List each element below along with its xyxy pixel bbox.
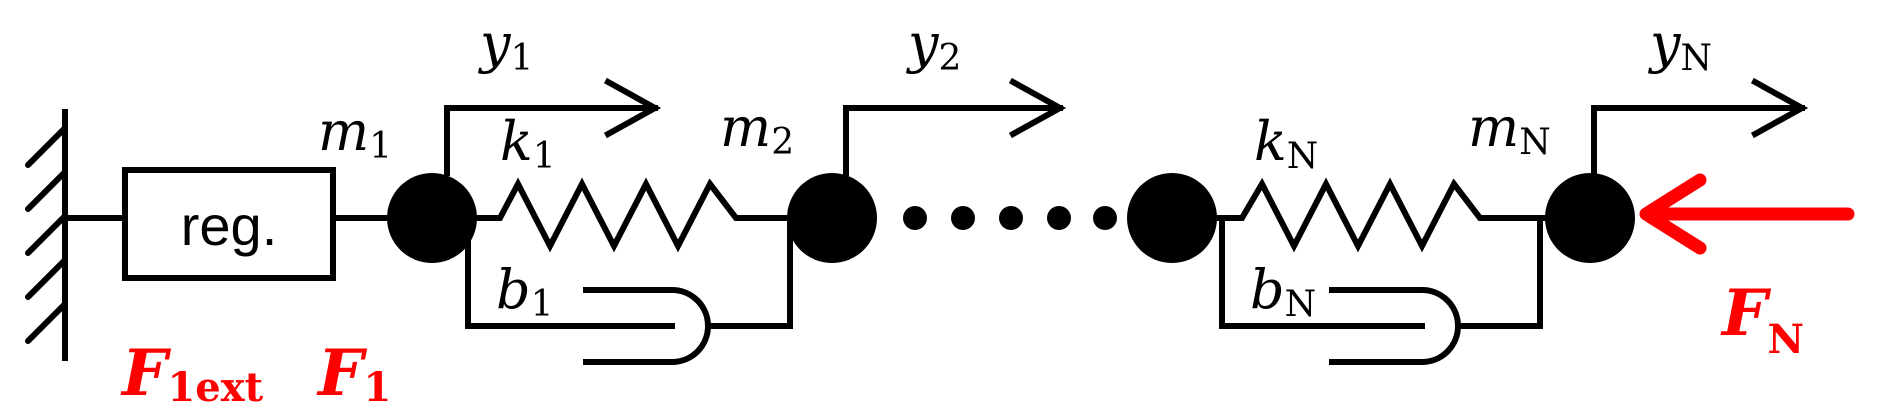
damper-1-label: b1 xyxy=(496,258,553,325)
fixed-wall xyxy=(25,109,68,361)
spring-n xyxy=(1213,177,1551,253)
damper-1 xyxy=(465,215,793,365)
displacement-2-label: y2 xyxy=(906,12,961,79)
mass-n-minus-1 xyxy=(1127,173,1217,263)
mass-1 xyxy=(387,173,477,263)
displacement-arrow-2 xyxy=(843,77,1067,176)
spring-1 xyxy=(473,177,791,253)
displacement-1-label: y1 xyxy=(478,12,533,79)
mass-1-label: m1 xyxy=(318,100,392,167)
regulator-label: reg. xyxy=(181,194,278,257)
continuation-dots xyxy=(903,206,1117,230)
mass-2 xyxy=(787,173,877,263)
displacement-arrow-1 xyxy=(444,77,662,176)
mass-2-label: m2 xyxy=(720,96,794,163)
displacement-arrow-n xyxy=(1591,77,1809,176)
regulator-block: reg. xyxy=(122,167,336,281)
mass-n xyxy=(1545,173,1635,263)
damper-n xyxy=(1219,215,1543,365)
spring-1-label: k1 xyxy=(500,110,556,177)
force-n-arrow xyxy=(1639,173,1855,255)
damper-n-label: bN xyxy=(1250,258,1316,325)
force-n-label: FN xyxy=(1720,276,1804,363)
force-ext-label: F1ext xyxy=(120,336,264,411)
mass-n-label: mN xyxy=(1468,96,1551,163)
spring-n-label: kN xyxy=(1254,110,1318,177)
displacement-n-label: yN xyxy=(1648,12,1712,79)
force-1-label: F1 xyxy=(316,336,391,411)
